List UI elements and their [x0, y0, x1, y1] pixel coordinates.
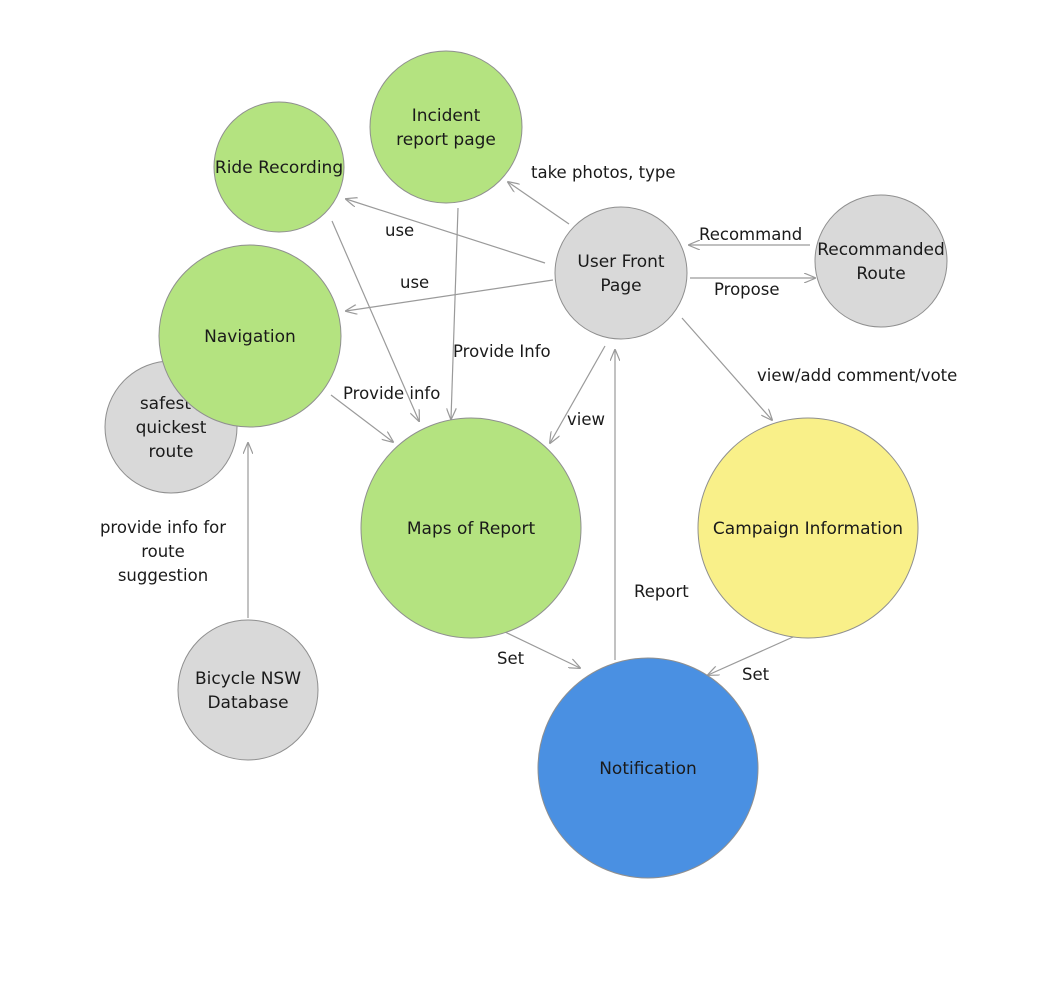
node-label-bicycle-nsw-database-2: Database — [207, 693, 288, 713]
node-label-campaign-information-1: Campaign Information — [713, 519, 903, 539]
node-circle-incident-report — [369, 50, 523, 204]
node-ride-recording: Ride Recording — [213, 101, 345, 233]
edge-incident-to-maps — [451, 207, 459, 419]
edge-label-use-navigation: use — [400, 273, 429, 292]
edge-label-view: view — [567, 410, 605, 429]
node-label-notification-1: Notification — [599, 759, 697, 779]
node-label-maps-of-report-1: Maps of Report — [407, 519, 536, 539]
node-circle-campaign-information — [697, 417, 919, 639]
edge-label-set-maps: Set — [497, 649, 525, 668]
edge-label-recommand: Recommand — [699, 225, 802, 244]
node-incident-report: Incident report page — [369, 50, 523, 204]
edge-labels: take photos, type use use Recommand Prop… — [100, 163, 957, 684]
edge-label-propose: Propose — [714, 280, 780, 299]
node-label-incident-report-2: report page — [396, 130, 496, 150]
edge-front-to-incident — [508, 182, 570, 225]
node-circle-bicycle-nsw-database — [177, 619, 319, 761]
edge-label-use-ride: use — [385, 221, 414, 240]
edge-maps-to-notification — [504, 631, 580, 668]
node-label-recommanded-route-2: Route — [856, 264, 905, 284]
node-circle-maps-of-report — [360, 417, 582, 639]
edge-label-set-campaign: Set — [742, 665, 770, 684]
node-navigation: Navigation — [158, 244, 342, 428]
node-circle-notification — [537, 657, 759, 879]
edges — [248, 182, 815, 675]
node-circle-user-front-page — [554, 206, 688, 340]
node-label-safest-route-3: route — [149, 442, 194, 462]
node-label-user-front-page-1: User Front — [577, 252, 664, 272]
node-label-user-front-page-2: Page — [600, 276, 641, 296]
edge-label-view-add-comment: view/add comment/vote — [757, 366, 957, 385]
node-circle-recommanded-route — [814, 194, 948, 328]
node-label-safest-route-2: quickest — [136, 418, 207, 438]
edge-front-to-ride — [346, 199, 546, 264]
edge-label-report: Report — [634, 582, 689, 601]
edge-navigation-to-maps — [330, 394, 393, 442]
edge-label-provide-route-info-1: provide info for — [100, 518, 226, 537]
node-notification: Notification — [537, 657, 759, 879]
node-label-ride-recording-1: Ride Recording — [215, 158, 343, 178]
node-campaign-information: Campaign Information — [697, 417, 919, 639]
edge-campaign-to-notification — [708, 636, 794, 675]
edge-label-provide-info-navigation: Provide info — [343, 384, 440, 403]
edge-label-provide-info-incident: Provide Info — [453, 342, 551, 361]
node-label-recommanded-route-1: Recommanded — [817, 240, 945, 260]
node-bicycle-nsw-database: Bicycle NSW Database — [177, 619, 319, 761]
node-circle-ride-recording — [213, 101, 345, 233]
node-maps-of-report: Maps of Report — [360, 417, 582, 639]
edge-ride-to-maps — [331, 220, 419, 421]
node-circle-navigation — [158, 244, 342, 428]
node-label-incident-report-1: Incident — [412, 106, 481, 126]
edge-label-provide-route-info-2: route — [141, 542, 185, 561]
edge-front-to-maps — [550, 345, 606, 443]
edge-label-take-photos: take photos, type — [531, 163, 675, 182]
node-label-bicycle-nsw-database-1: Bicycle NSW — [195, 669, 301, 689]
edge-label-provide-route-info-3: suggestion — [118, 566, 208, 585]
edge-front-to-campaign — [681, 317, 772, 420]
node-label-navigation-1: Navigation — [204, 327, 296, 347]
edge-front-to-navigation — [346, 279, 554, 311]
